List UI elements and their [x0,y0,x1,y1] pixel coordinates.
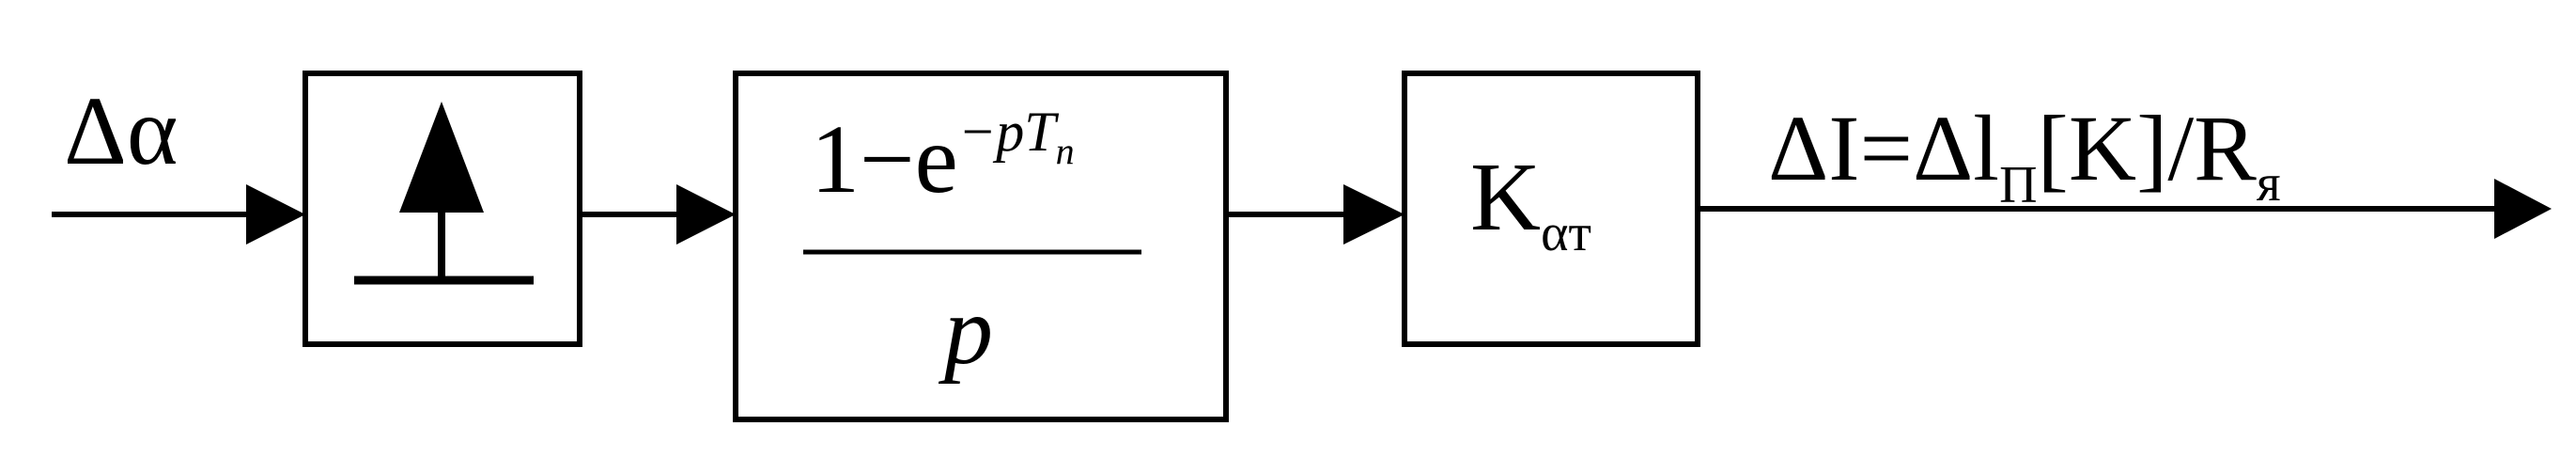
connector-1-2-arrowhead [676,184,736,245]
connector-2-3-arrowhead [1343,184,1404,245]
gain-main: K [1470,143,1542,251]
numerator-base: 1−e [811,105,958,213]
sample-hold-block [303,71,582,347]
input-arrowhead [246,184,305,245]
transfer-numerator: 1−e−pTп [811,103,1075,209]
gain-sub: αт [1541,204,1591,262]
transfer-function-block [733,71,1229,422]
numerator-exponent-sub: п [1055,130,1075,172]
output-part2: [K]/R [2037,96,2257,200]
output-sub2: я [2256,154,2281,213]
sample-hold-up-arrow-icon [354,102,534,285]
gain-label: Kαт [1470,149,1591,261]
input-signal-label: Δα [64,77,178,185]
output-part1: ΔI=Δl [1768,96,2000,200]
numerator-exponent: −pT [957,101,1056,163]
transfer-denominator: p [944,276,993,385]
output-arrowhead [2494,179,2552,239]
output-sub1: П [1999,156,2038,214]
output-signal-label: ΔI=ΔlП[K]/Rя [1768,102,2281,213]
